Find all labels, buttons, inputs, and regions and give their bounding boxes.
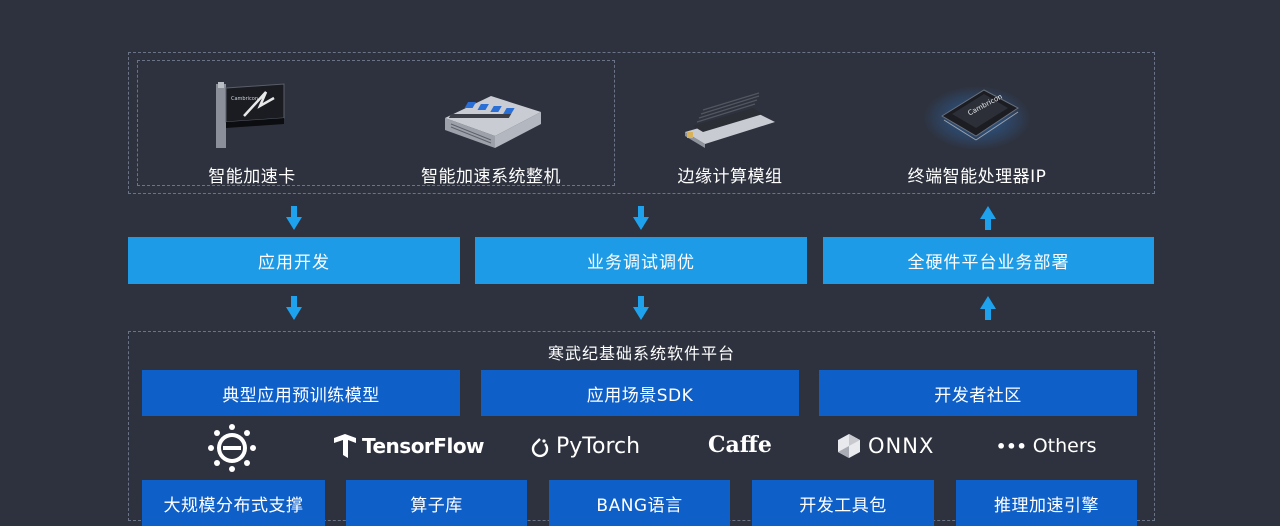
card-brand-text: Cambricon [231, 96, 258, 102]
bar-scenario-sdk: 应用场景SDK [481, 370, 799, 416]
arrow-down-icon [633, 296, 649, 320]
framework-label: Others [1032, 435, 1097, 457]
bar-app-development: 应用开发 [128, 237, 460, 284]
arrow-down-icon [286, 206, 302, 230]
framework-pytorch: PyTorch [530, 434, 640, 459]
framework-label: TensorFlow [362, 434, 485, 458]
product-accelerator-card: Cambricon 智能加速卡 [152, 72, 352, 187]
bar-developer-community: 开发者社区 [819, 370, 1137, 416]
framework-onnx: ONNX [836, 433, 934, 459]
arrow-down-icon [286, 296, 302, 320]
magicmind-gear-icon [208, 424, 256, 472]
product-label: 终端智能处理器IP [907, 167, 1047, 187]
framework-label: Caffe [708, 432, 772, 458]
framework-others: ••• Others [996, 435, 1097, 457]
product-label: 边缘计算模组 [677, 167, 783, 187]
arrow-up-icon [980, 296, 996, 320]
arrow-down-icon [633, 206, 649, 230]
product-edge-module: 边缘计算模组 [630, 72, 830, 187]
server-rack-icon [445, 96, 541, 148]
framework-magicmind [208, 424, 256, 472]
framework-label: PyTorch [556, 434, 641, 459]
product-label: 智能加速卡 [208, 167, 296, 187]
bar-dev-toolkit: 开发工具包 [752, 480, 934, 526]
tensorflow-icon [334, 434, 356, 458]
processor-chip-icon: Cambricon [923, 86, 1031, 150]
cloud-hardware-group [137, 60, 615, 186]
bar-distributed-support: 大规模分布式支撑 [142, 480, 325, 526]
hardware-section [128, 52, 1155, 194]
pytorch-icon [531, 437, 549, 457]
onnx-icon [838, 434, 860, 458]
framework-tensorflow: TensorFlow [334, 434, 485, 458]
platform-title: 寒武纪基础系统软件平台 [547, 344, 735, 363]
bar-operator-library: 算子库 [346, 480, 527, 526]
bar-debug-tuning: 业务调试调优 [475, 237, 807, 284]
product-label: 智能加速系统整机 [421, 167, 561, 187]
framework-label: ONNX [868, 434, 935, 458]
bar-pretrained-models: 典型应用预训练模型 [142, 370, 460, 416]
product-server: 智能加速系统整机 [391, 72, 591, 187]
accelerator-card-icon: Cambricon [216, 82, 285, 148]
ellipsis-icon: ••• [996, 436, 1027, 456]
bar-deployment: 全硬件平台业务部署 [823, 237, 1154, 284]
bar-inference-engine: 推理加速引擎 [956, 480, 1137, 526]
bar-bang-language: BANG语言 [549, 480, 730, 526]
framework-caffe: Caffe [708, 432, 772, 458]
edge-module-icon [685, 92, 775, 148]
product-processor-ip: Cambricon 终端智能处理器IP [877, 72, 1077, 187]
arrow-up-icon [980, 206, 996, 230]
